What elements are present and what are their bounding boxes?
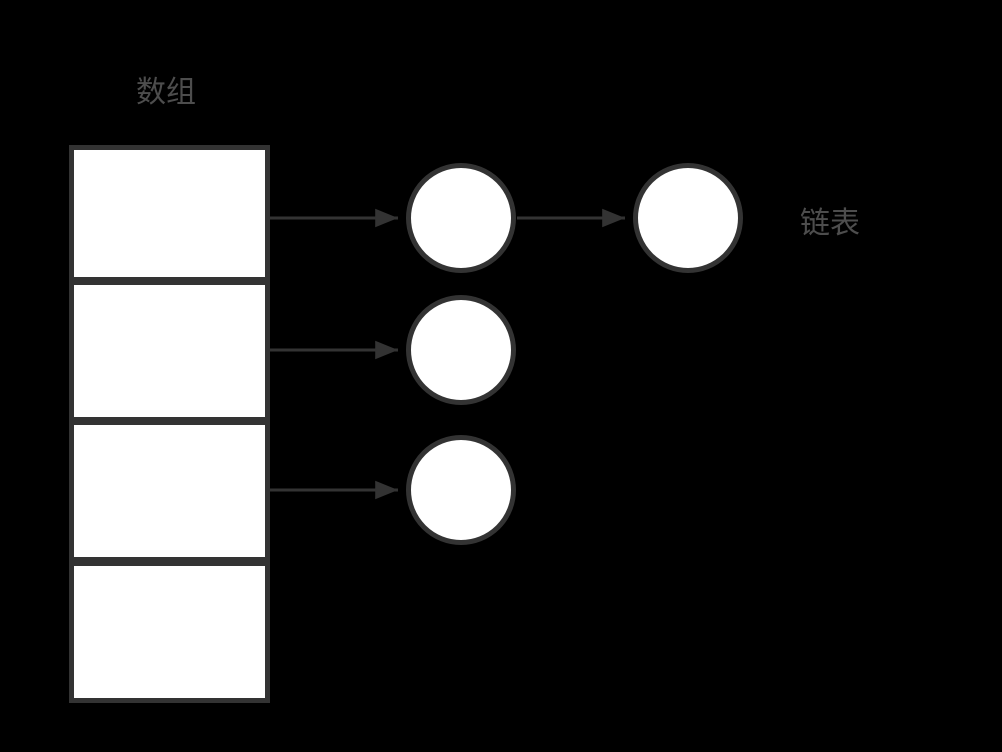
list-node-2-0[interactable]: [406, 435, 516, 545]
array-cell-3[interactable]: [69, 561, 270, 703]
array-cell-2[interactable]: [69, 420, 270, 562]
array-cell-1[interactable]: [69, 280, 270, 422]
array-cell-0[interactable]: [69, 145, 270, 282]
node-group: [406, 163, 743, 545]
list-node-1-0[interactable]: [406, 295, 516, 405]
list-node-0-1[interactable]: [633, 163, 743, 273]
array-structure: [69, 145, 270, 703]
linked-list-label: 链表: [800, 206, 860, 241]
list-node-0-0[interactable]: [406, 163, 516, 273]
arrow-group: [270, 208, 626, 500]
array-label: 数组: [136, 75, 196, 110]
